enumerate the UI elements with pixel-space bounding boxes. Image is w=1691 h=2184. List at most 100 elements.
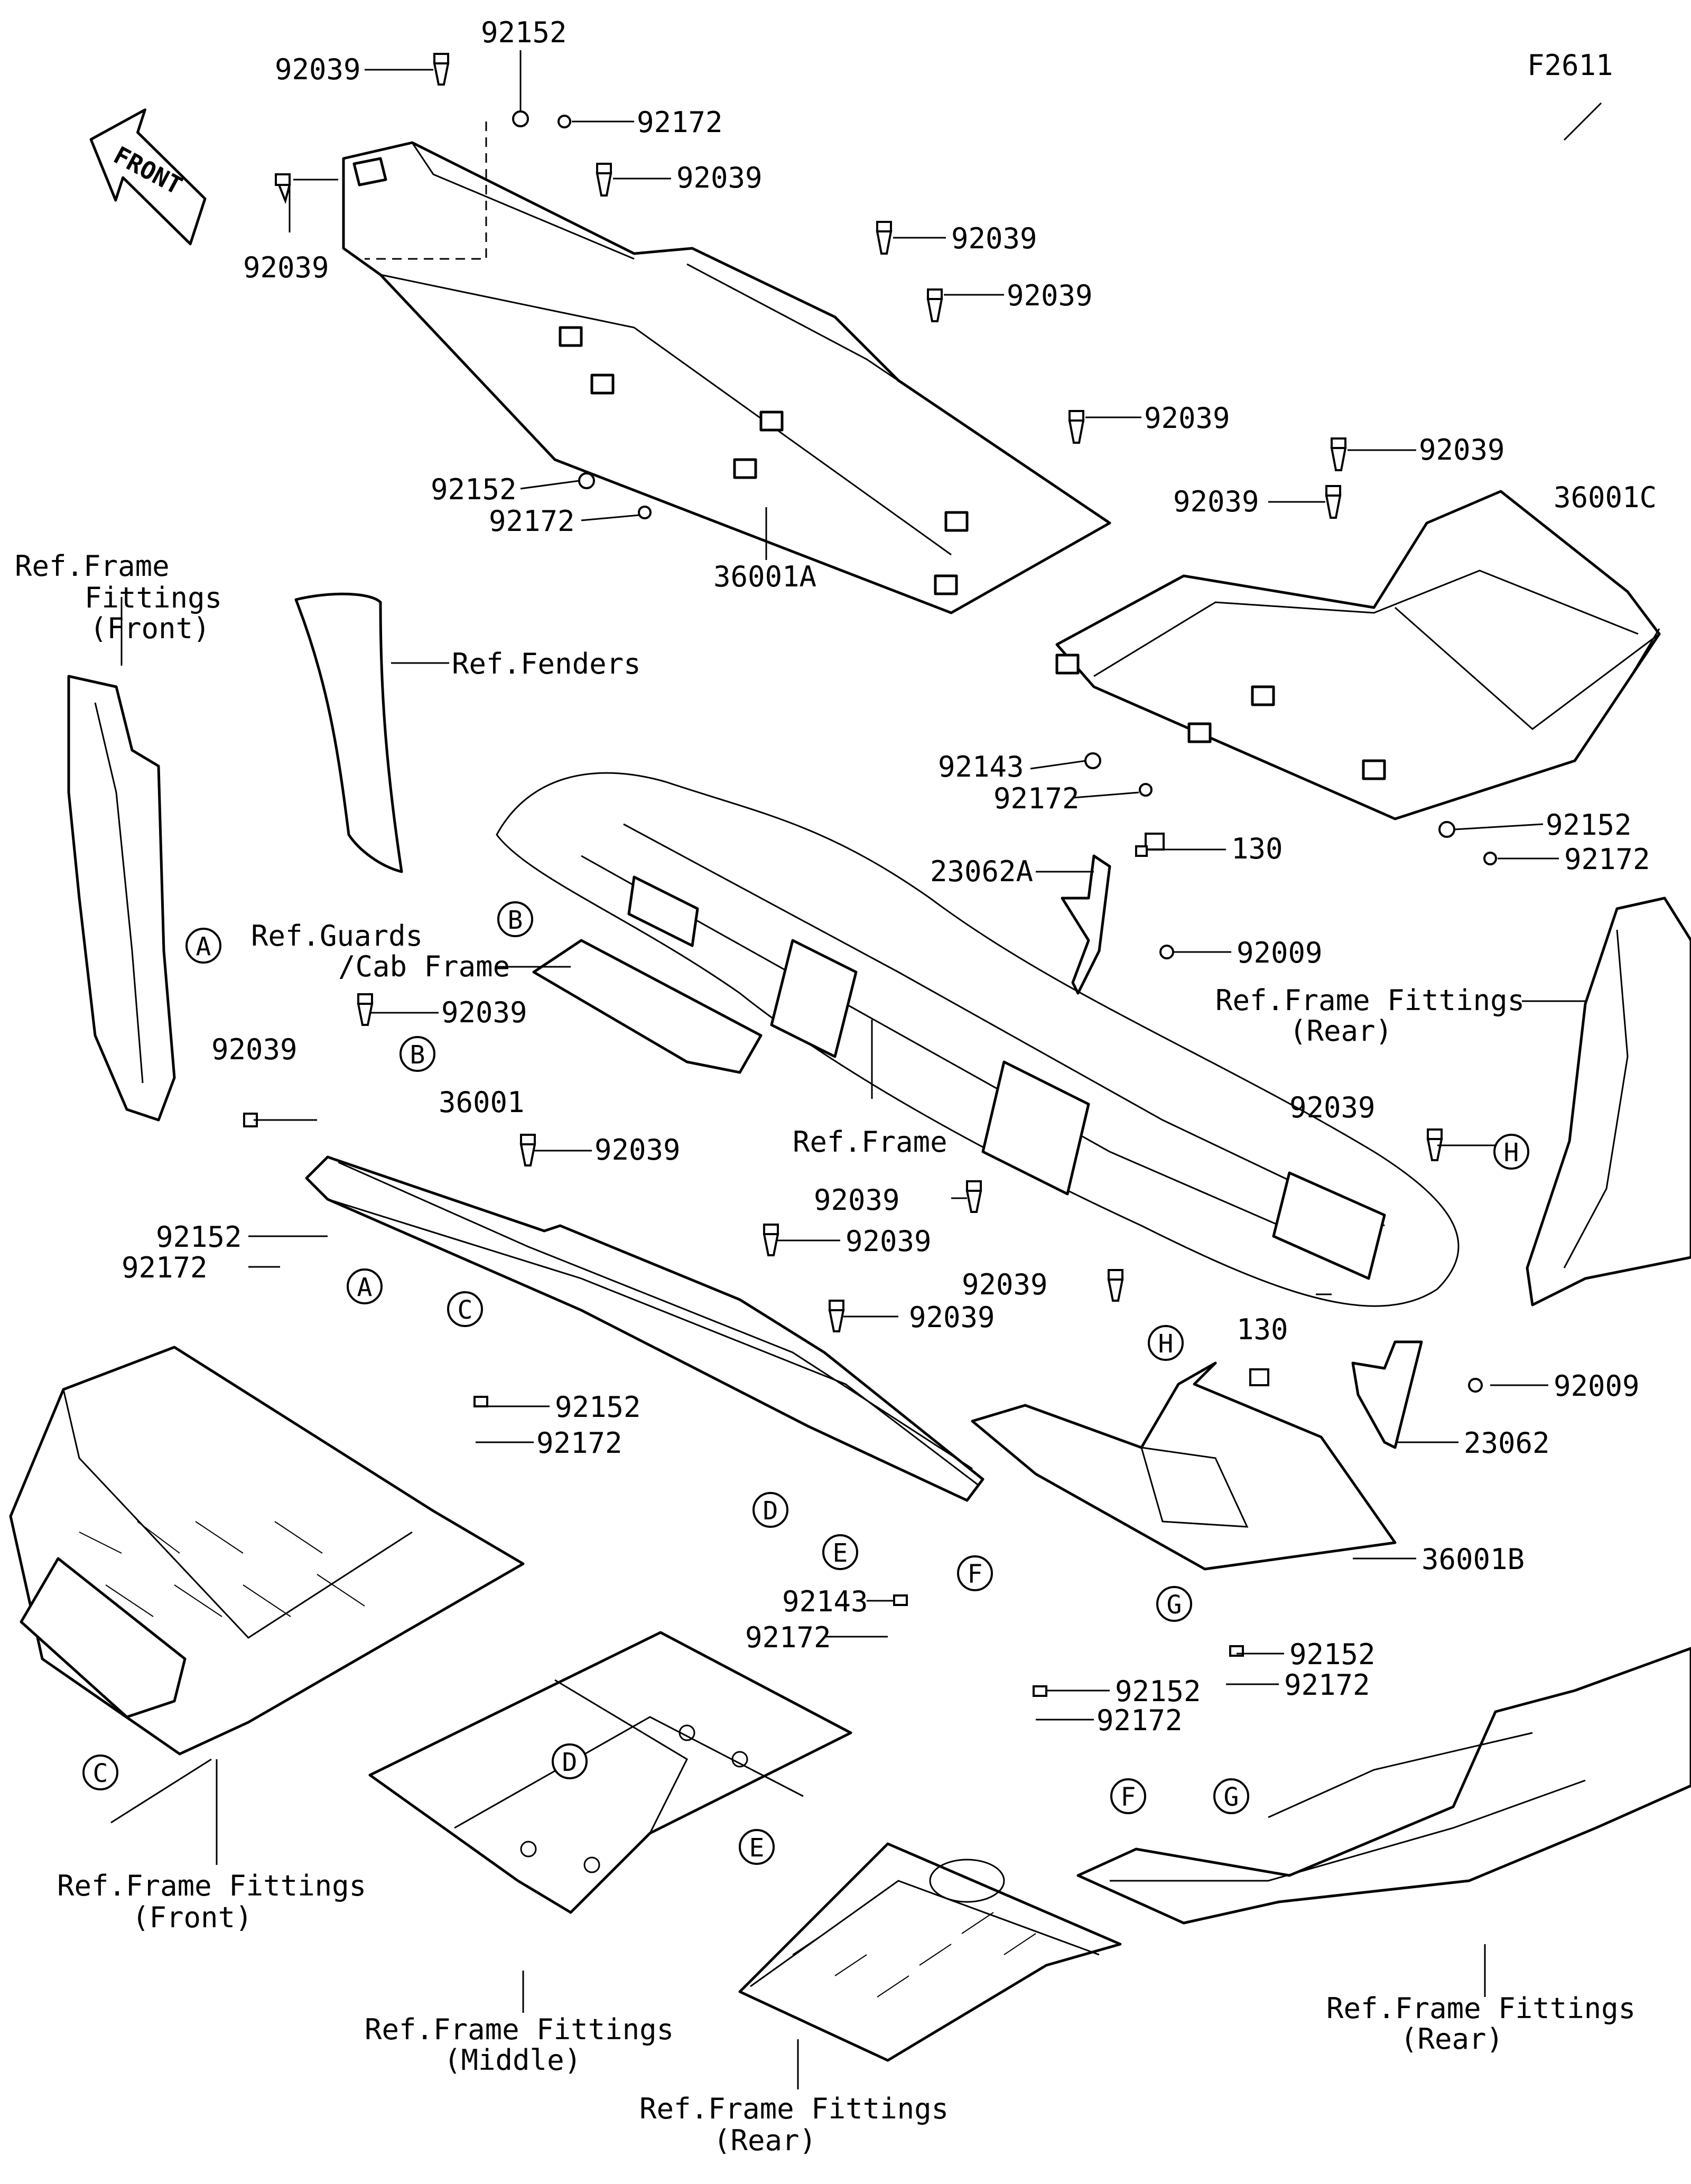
- part-label-92152: 92152: [1115, 1675, 1201, 1708]
- ref-label-frame-fittings-rear: Ref.Frame Fittings: [1326, 1992, 1636, 2025]
- callout-E: E: [739, 1829, 775, 1865]
- part-label-92172: 92172: [993, 782, 1080, 815]
- ref-label-guards: Ref.Guards: [251, 919, 423, 953]
- svg-text:A: A: [196, 932, 211, 962]
- frame-fittings-front-vertical: [67, 675, 176, 1122]
- part-label-36001: 36001: [439, 1086, 525, 1119]
- bolt-icon: [1249, 1368, 1269, 1386]
- fastener-icons: [243, 53, 1497, 1697]
- ref-label-frame-fittings-rear: Ref.Frame Fittings: [639, 2092, 949, 2125]
- frame-fittings-rear-vertical: [1526, 897, 1691, 1306]
- bracket-23062: [1351, 1340, 1423, 1449]
- part-label-36001A: 36001A: [713, 560, 816, 593]
- ref-label-frame-fittings-rear: (Rear): [1289, 1014, 1392, 1048]
- callout-H: H: [1148, 1325, 1184, 1361]
- part-label-92039: 92039: [676, 161, 763, 194]
- callout-B: B: [399, 1036, 435, 1072]
- svg-text:C: C: [93, 1759, 108, 1788]
- pin-icon: [876, 221, 893, 255]
- svg-text:E: E: [749, 1833, 765, 1863]
- part-label-92152: 92152: [1546, 808, 1632, 842]
- callout-G: G: [1213, 1778, 1249, 1814]
- svg-text:G: G: [1167, 1590, 1182, 1620]
- part-label-92039: 92039: [594, 1133, 681, 1166]
- washer-icon: [558, 115, 571, 128]
- callout-F: F: [957, 1555, 993, 1591]
- part-label-92039: 92039: [814, 1183, 900, 1217]
- frame-outline: [496, 772, 1460, 1307]
- washer-icon: [638, 506, 652, 519]
- clip-icon: [893, 1594, 908, 1606]
- part-label-92152: 92152: [156, 1220, 242, 1254]
- nut-icon: [1084, 752, 1101, 769]
- nut-icon: [1438, 821, 1455, 838]
- ref-label-frame-fittings-front: Fittings: [85, 581, 222, 614]
- svg-text:E: E: [833, 1538, 848, 1568]
- ref-label-frame-fittings-rear: Ref.Frame Fittings: [1215, 984, 1525, 1017]
- part-label-92009: 92009: [1237, 936, 1323, 969]
- part-label-92039: 92039: [962, 1268, 1048, 1301]
- callout-A: A: [185, 928, 221, 964]
- svg-text:F: F: [968, 1560, 983, 1589]
- svg-text:D: D: [763, 1496, 778, 1526]
- part-label-36001B: 36001B: [1421, 1543, 1525, 1576]
- part-label-92143: 92143: [782, 1585, 868, 1618]
- part-label-92152: 92152: [1289, 1638, 1376, 1671]
- ref-label-frame-fittings-rear: (Rear): [1400, 2022, 1503, 2056]
- pin-icon: [926, 288, 943, 322]
- part-label-92152: 92152: [555, 1390, 641, 1424]
- frame-fittings-middle: [368, 1631, 852, 1914]
- callout-D: D: [552, 1743, 588, 1779]
- ref-label-fenders: Ref.Fenders: [452, 647, 641, 680]
- svg-text:F: F: [1121, 1782, 1136, 1812]
- callout-G: G: [1156, 1586, 1192, 1622]
- ref-label-frame-fittings-middle: (Middle): [444, 2043, 581, 2077]
- screw-icon: [1159, 945, 1174, 959]
- ref-label-guards: /Cab Frame: [338, 950, 510, 983]
- leader-lines: [110, 50, 1660, 2089]
- cover-36001B: [971, 1361, 1397, 1571]
- callout-H: H: [1493, 1134, 1529, 1170]
- ref-label-frame: Ref.Frame: [793, 1125, 947, 1159]
- cover-36001A: [342, 141, 1111, 614]
- figure-code: F2611: [1527, 49, 1613, 82]
- screw-icon: [1468, 1378, 1483, 1393]
- pin-icon: [828, 1300, 845, 1332]
- svg-text:H: H: [1158, 1329, 1174, 1359]
- pin-icon: [1426, 1128, 1443, 1161]
- svg-text:D: D: [562, 1748, 578, 1777]
- ref-label-frame-fittings-front: Ref.Frame: [15, 549, 170, 583]
- pin-icon: [433, 53, 450, 86]
- mesh-panel: [20, 1557, 187, 1719]
- part-label-92039: 92039: [1007, 279, 1093, 312]
- pin-icon: [357, 993, 374, 1026]
- part-label-92172: 92172: [745, 1621, 831, 1654]
- part-label-92143: 92143: [938, 750, 1024, 783]
- part-label-92172: 92172: [1564, 843, 1650, 876]
- washer-icon: [1139, 783, 1153, 797]
- nut-icon: [578, 472, 595, 489]
- ref-label-frame-fittings-front: Ref.Frame Fittings: [57, 1869, 366, 1902]
- part-label-23062: 23062: [1464, 1426, 1550, 1460]
- fender-piece: [294, 592, 403, 873]
- part-label-92039: 92039: [1173, 485, 1259, 518]
- pin-icon: [1107, 1269, 1124, 1302]
- pin-icon: [519, 1134, 536, 1166]
- part-label-92152: 92152: [481, 16, 567, 49]
- nut-icon: [512, 110, 529, 127]
- svg-text:B: B: [410, 1040, 425, 1070]
- part-label-92009: 92009: [1554, 1369, 1640, 1403]
- part-label-92172: 92172: [1284, 1668, 1370, 1702]
- frame-fittings-front-tray: [9, 1346, 525, 1756]
- washer-icon: [1483, 852, 1497, 865]
- part-label-92039: 92039: [1419, 433, 1505, 466]
- front-arrow-icon: FRONT: [89, 108, 207, 246]
- ref-label-frame-fittings-middle: Ref.Frame Fittings: [365, 2013, 674, 2046]
- callout-B: B: [497, 901, 533, 937]
- part-label-130: 130: [1231, 832, 1283, 865]
- ref-label-frame-fittings-front: (Front): [132, 1901, 253, 1934]
- part-label-23062A: 23062A: [930, 855, 1033, 888]
- svg-text:B: B: [508, 906, 523, 935]
- part-label-92039: 92039: [1289, 1091, 1376, 1124]
- guards-plate: [532, 939, 763, 1074]
